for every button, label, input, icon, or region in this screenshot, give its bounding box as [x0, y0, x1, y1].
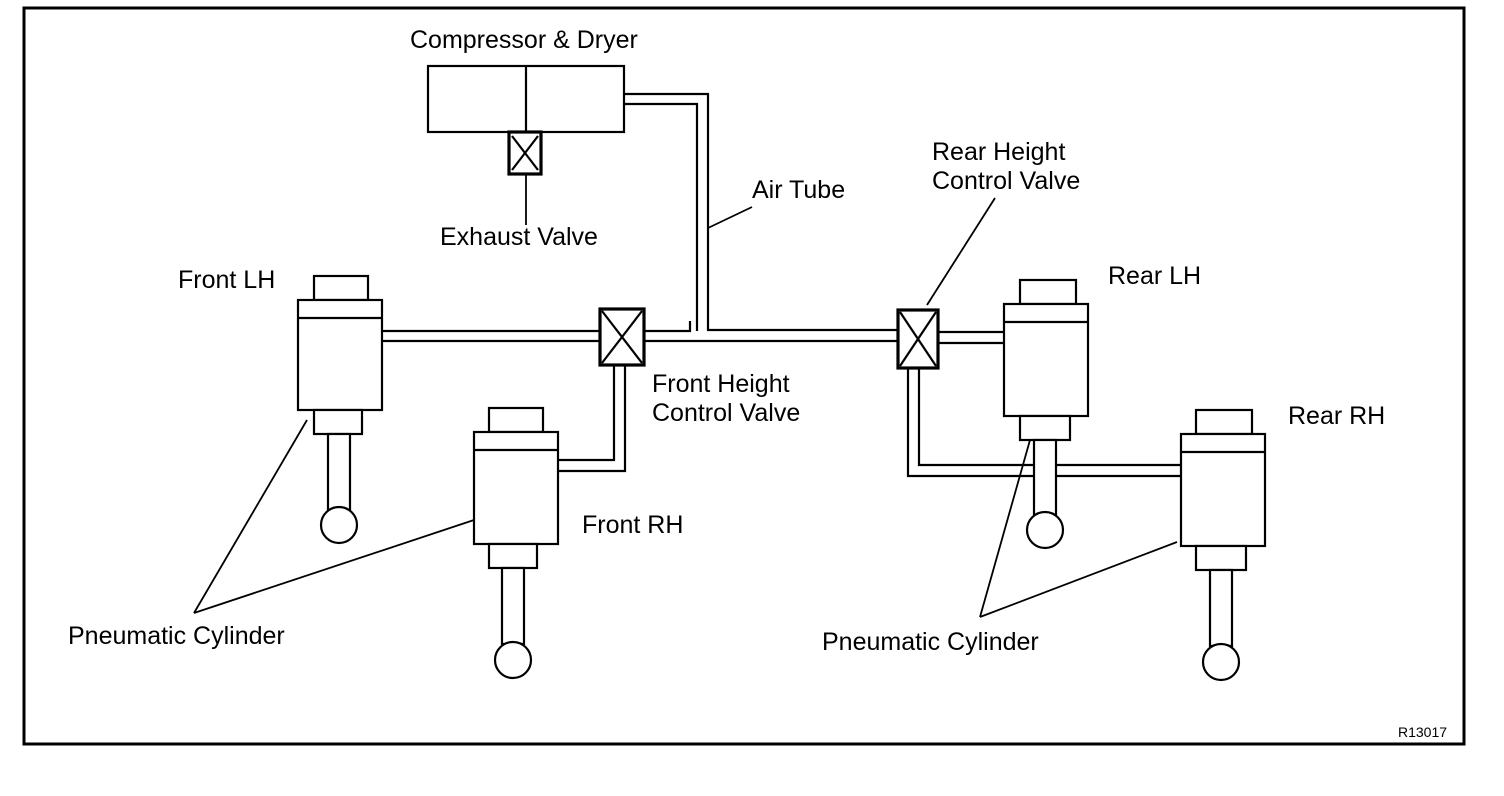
leader-lines [193, 174, 1178, 618]
front-lh-label: Front LH [178, 266, 275, 294]
front-valve-label-line1: Front Height [652, 370, 790, 398]
rear-rh-label: Rear RH [1288, 402, 1385, 430]
rear-lh-cylinder [1002, 278, 1090, 550]
front-rh-label: Front RH [582, 511, 683, 539]
pneumatic-cylinder-rear-label: Pneumatic Cylinder [822, 628, 1039, 656]
compressor-label: Compressor & Dryer [410, 26, 638, 54]
rear-valve-label-line1: Rear Height [932, 138, 1065, 166]
front-valve-label-line2: Control Valve [652, 399, 800, 427]
diagram-frame [22, 6, 1466, 746]
rear-rh-cylinder [1179, 408, 1267, 682]
front-height-control-valve [598, 307, 646, 367]
pneumatic-cylinder-front-label: Pneumatic Cylinder [68, 622, 285, 650]
front-lh-cylinder [296, 274, 384, 545]
figure-ref-label: R13017 [1398, 724, 1447, 740]
front-rh-cylinder [472, 406, 560, 680]
air-tube-label: Air Tube [752, 176, 845, 204]
rear-lh-label: Rear LH [1108, 262, 1201, 290]
air-tubes [382, 92, 1181, 478]
labels: Compressor & Dryer Exhaust Valve Air Tub… [68, 26, 1447, 740]
compressor-dryer [426, 64, 626, 176]
rear-height-control-valve [896, 308, 940, 370]
rear-valve-label-line2: Control Valve [932, 167, 1080, 195]
exhaust-valve-label: Exhaust Valve [440, 223, 598, 251]
